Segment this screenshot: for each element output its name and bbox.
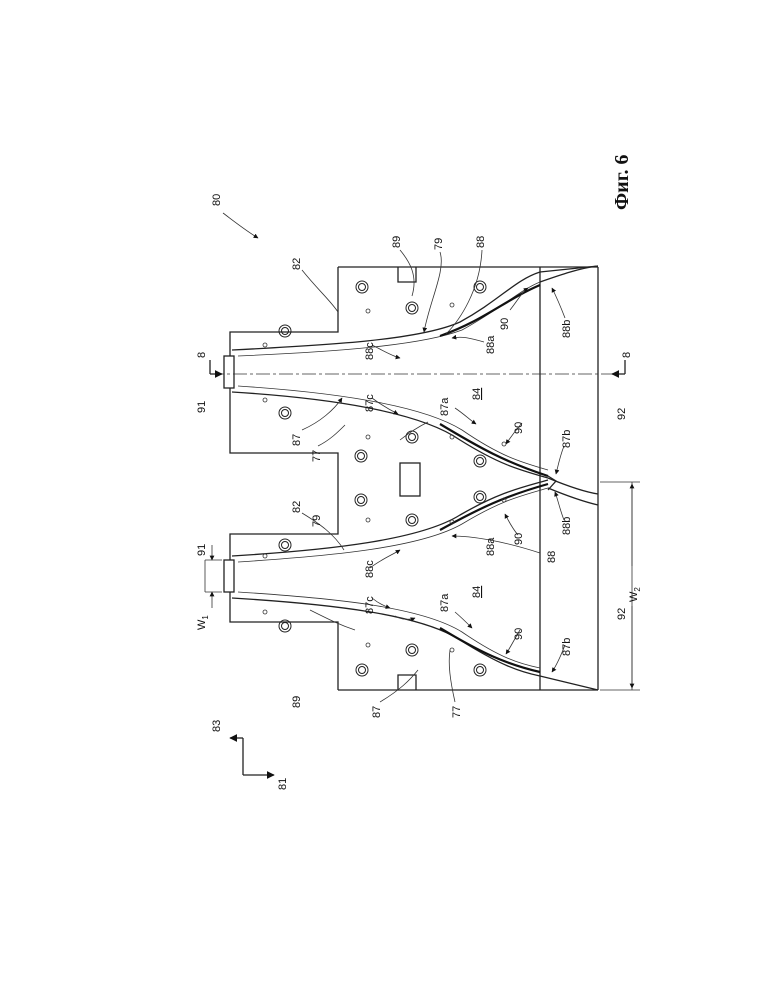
label-82-bottom: 82 <box>291 501 303 513</box>
lower-channel <box>232 480 598 690</box>
label-89-bottom: 89 <box>291 696 303 708</box>
label-88-bottom: 88 <box>546 551 558 563</box>
label-82-top: 82 <box>291 258 303 270</box>
label-8-top: 8 <box>196 352 208 358</box>
section-line <box>210 360 625 374</box>
label-88-top: 88 <box>475 236 487 248</box>
label-88a-bottom: 88a <box>485 537 497 556</box>
label-91-bottom: 91 <box>196 544 208 556</box>
label-87-bottom: 87 <box>371 706 383 718</box>
axes-indicator <box>230 738 274 775</box>
label-84-top: 84 <box>471 388 483 400</box>
label-91-top: 91 <box>196 401 208 413</box>
label-87a-top: 87a <box>439 397 451 416</box>
label-81: 81 <box>277 778 289 790</box>
label-90-bottom-2: 90 <box>513 628 525 640</box>
figure-caption: Фиг. 6 <box>611 154 633 210</box>
label-88a-top: 88a <box>485 335 497 354</box>
label-88c-top: 88c <box>364 342 376 360</box>
reference-labels: 80 91 82 89 79 88 88c 88a 90 88b 87c 87 … <box>196 154 642 790</box>
label-87a-bottom: 87a <box>439 593 451 612</box>
label-80: 80 <box>211 194 223 206</box>
label-92-top: 92 <box>616 408 628 420</box>
block-outline <box>224 267 598 690</box>
label-88b-bottom: 88b <box>561 517 573 535</box>
upper-channel <box>232 266 598 494</box>
label-88c-bottom: 88c <box>364 560 376 578</box>
label-90-bottom-1: 90 <box>513 533 525 545</box>
label-84-bottom: 84 <box>471 586 483 598</box>
label-87-mid: 87 <box>291 434 303 446</box>
label-89-top: 89 <box>391 236 403 248</box>
label-79-bottom: 79 <box>311 515 323 527</box>
label-83: 83 <box>211 720 223 732</box>
w2-dimension <box>600 482 640 690</box>
label-77-mid: 77 <box>311 450 323 462</box>
mounting-holes <box>263 281 506 676</box>
label-87b-mid: 87b <box>561 430 573 448</box>
label-8-bottom: 8 <box>621 352 633 358</box>
label-90-top: 90 <box>499 318 511 330</box>
label-w2: W2 <box>628 587 642 602</box>
label-79-top: 79 <box>433 238 445 250</box>
label-92-bottom: 92 <box>616 608 628 620</box>
label-87c-top: 87c <box>364 394 376 412</box>
label-77-bottom: 77 <box>451 706 463 718</box>
label-w1: W1 <box>196 615 210 630</box>
label-90-mid: 90 <box>513 422 525 434</box>
label-87c-bottom: 87c <box>364 596 376 614</box>
label-88b-top: 88b <box>561 320 573 338</box>
label-87b-bottom: 87b <box>561 638 573 656</box>
